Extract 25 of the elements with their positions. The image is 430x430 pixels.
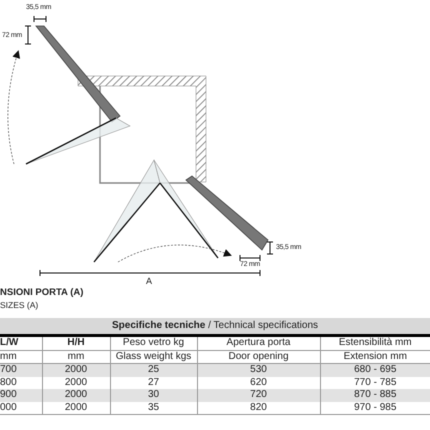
dimension-label: A [146, 276, 152, 286]
column-header: Estensibilità mm [320, 336, 430, 350]
table-cell: 25 [110, 364, 197, 376]
table-cell: 680 - 695 [320, 364, 430, 376]
column-header: Apertura porta [197, 336, 320, 350]
column-header: Peso vetro kg [110, 336, 197, 350]
table-cell: 2000 [42, 364, 110, 376]
table-cell: 900 [0, 389, 42, 402]
table-cell: 700 [0, 364, 42, 376]
table-cell: 30 [110, 389, 197, 402]
table-cell: 000 [0, 402, 42, 414]
column-header: H/H [42, 336, 110, 350]
table-cell: 970 - 985 [320, 402, 430, 414]
table-cell: 35 [110, 402, 197, 414]
table-cell: 2000 [42, 402, 110, 414]
column-header: L/W [0, 336, 42, 350]
table-cell: 820 [197, 402, 320, 414]
table-cell: 2000 [42, 389, 110, 402]
table-cell: 720 [197, 389, 320, 402]
table-cell: 530 [197, 364, 320, 376]
section-heading: NSIONI PORTA (A) [0, 287, 84, 298]
section-subheading: SIZES (A) [0, 300, 38, 310]
table-cell: 870 - 885 [320, 389, 430, 402]
table-cell: 800 [0, 376, 42, 389]
table-title: Specifiche tecniche / Technical specifications [0, 318, 430, 336]
